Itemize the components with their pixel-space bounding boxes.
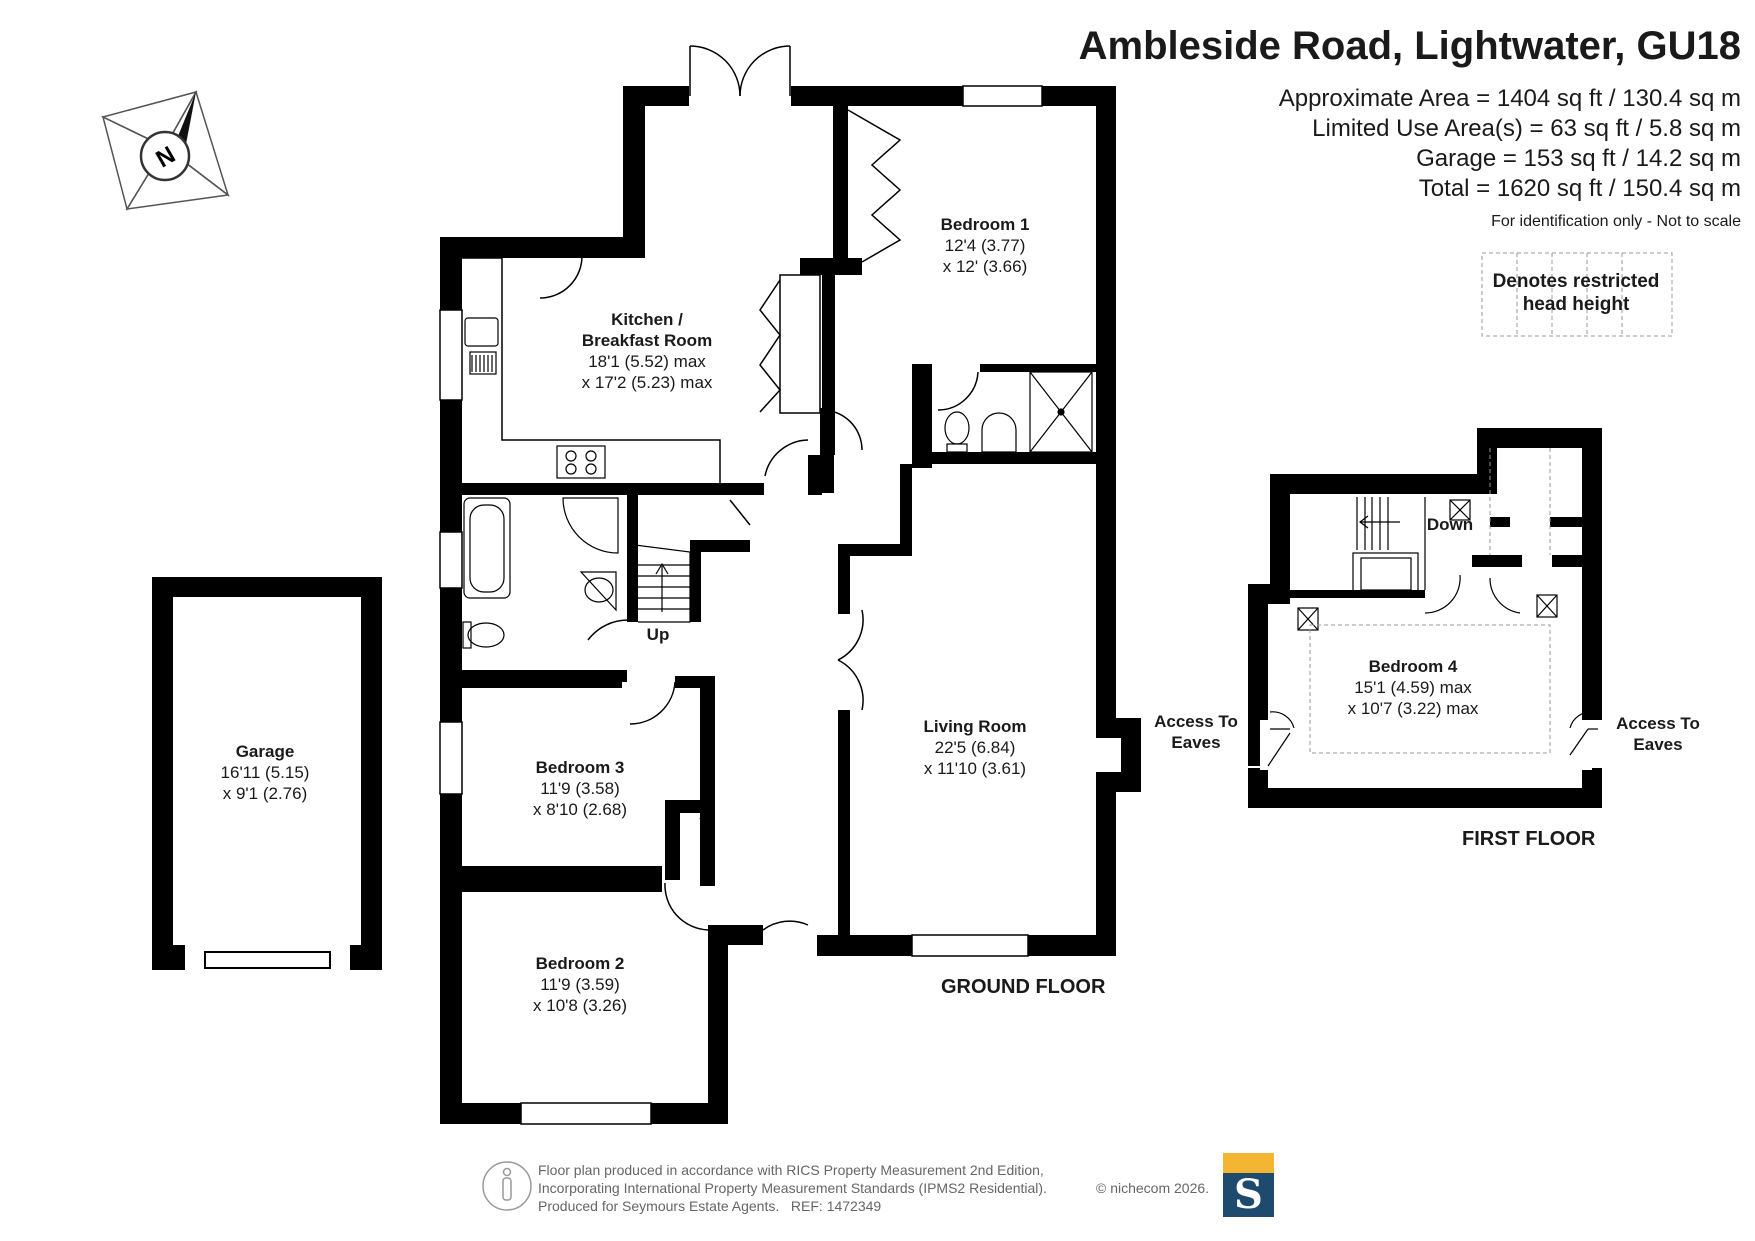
ensuite-fixtures <box>944 371 1093 453</box>
total-area: Total = 1620 sq ft / 150.4 sq m <box>1418 175 1741 202</box>
bedroom4-dim2: x 10'7 (3.22) max <box>1347 699 1479 718</box>
person-icon <box>482 1161 532 1211</box>
stairs-up-label: Up <box>646 625 670 644</box>
bedroom3-dim2: x 8'10 (2.68) <box>533 800 627 819</box>
garage-label: Garage 16'11 (5.15) x 9'1 (2.76) <box>221 741 310 804</box>
bedroom4-name: Bedroom 4 <box>1368 657 1458 676</box>
bedroom2-name: Bedroom 2 <box>535 954 625 973</box>
eaves-access-right: Access To Eaves <box>1616 713 1700 755</box>
living-room-dim2: x 11'10 (3.61) <box>923 759 1027 778</box>
limited-use-area: Limited Use Area(s) = 63 sq ft / 5.8 sq … <box>1312 115 1741 142</box>
garage-walls <box>152 577 382 970</box>
bedroom2-label: Bedroom 2 11'9 (3.59) x 10'8 (3.26) <box>533 953 627 1016</box>
garage-door <box>204 951 331 969</box>
eaves-left-line1: Access To <box>1154 712 1238 731</box>
legend-line1: Denotes restricted <box>1492 271 1660 292</box>
bedroom1-label: Bedroom 1 12'4 (3.77) x 12' (3.66) <box>941 214 1030 277</box>
footer-producer: Produced for Seymours Estate Agents. <box>538 1198 780 1214</box>
footer-line3: Produced for Seymours Estate Agents. REF… <box>538 1197 881 1215</box>
kitchen-dim1: 18'1 (5.52) max <box>588 352 706 371</box>
bedroom2-dim1: 11'9 (3.59) <box>540 975 620 994</box>
footer-copyright: © nichecom 2026. <box>1096 1180 1210 1196</box>
wardrobe <box>759 109 902 414</box>
garage-dim2: x 9'1 (2.76) <box>222 784 308 803</box>
restricted-height-legend-box <box>1481 252 1673 337</box>
sink-icon <box>464 317 499 375</box>
agency-logo: S <box>1223 1153 1274 1221</box>
approx-area: Approximate Area = 1404 sq ft / 130.4 sq… <box>1278 85 1741 112</box>
eaves-left-line2: Eaves <box>1171 733 1221 752</box>
eaves-right-line1: Access To <box>1616 714 1700 733</box>
first-floor-walls <box>1248 428 1602 808</box>
bedroom4-label: Bedroom 4 15'1 (4.59) max x 10'7 (3.22) … <box>1348 656 1479 719</box>
bedroom3-dim1: 11'9 (3.58) <box>540 779 620 798</box>
bedroom1-dim1: 12'4 (3.77) <box>944 236 1026 255</box>
footer-ref: REF: 1472349 <box>790 1198 882 1214</box>
door-swings <box>539 239 979 931</box>
bedroom4-dim1: 15'1 (4.59) max <box>1354 678 1472 697</box>
living-room-dim1: 22'5 (6.84) <box>934 738 1016 757</box>
bedroom1-dim2: x 12' (3.66) <box>942 257 1028 276</box>
ground-floor-label: GROUND FLOOR <box>941 976 1106 998</box>
garage-dim1: 16'11 (5.15) <box>220 763 310 782</box>
hob-icon <box>556 445 606 479</box>
kitchen-dim2: x 17'2 (5.23) max <box>581 373 713 392</box>
footer-line1: Floor plan produced in accordance with R… <box>538 1162 1044 1178</box>
eaves-right-line2: Eaves <box>1633 735 1683 754</box>
french-doors <box>689 45 791 97</box>
kitchen-name: Kitchen / <box>611 310 683 329</box>
ground-floor-walls <box>440 86 1141 1124</box>
living-room-name: Living Room <box>923 717 1027 736</box>
kitchen-name2: Breakfast Room <box>581 331 713 350</box>
page-title: Ambleside Road, Lightwater, GU18 <box>1078 24 1741 68</box>
identification-note: For identification only - Not to scale <box>1491 213 1741 230</box>
compass-icon: N <box>100 90 230 211</box>
living-room-label: Living Room 22'5 (6.84) x 11'10 (3.61) <box>924 716 1027 779</box>
legend-line2: head height <box>1522 294 1630 315</box>
eaves-access-left: Access To Eaves <box>1154 711 1238 753</box>
bedroom2-dim2: x 10'8 (3.26) <box>533 996 627 1015</box>
garage-area: Garage = 153 sq ft / 14.2 sq m <box>1416 145 1741 172</box>
bedroom3-name: Bedroom 3 <box>535 758 625 777</box>
stairs-up <box>626 543 691 623</box>
bedroom3-label: Bedroom 3 11'9 (3.58) x 8'10 (2.68) <box>533 757 627 820</box>
restricted-height-outline <box>1309 448 1551 754</box>
kitchen-counters <box>462 257 721 483</box>
first-floor-label: FIRST FLOOR <box>1462 828 1596 850</box>
logo-letter: S <box>1223 1173 1274 1217</box>
legend-text: Denotes restricted head height <box>1493 270 1660 316</box>
stairs-down-label: Down <box>1426 515 1474 534</box>
first-floor-details <box>1267 497 1598 767</box>
windows <box>439 85 1043 1125</box>
kitchen-label: Kitchen / Breakfast Room 18'1 (5.52) max… <box>582 309 713 393</box>
footer-line2: Incorporating International Property Mea… <box>538 1180 1047 1196</box>
garage-name: Garage <box>235 742 295 761</box>
bathroom-fixtures <box>462 497 619 649</box>
bedroom1-name: Bedroom 1 <box>940 215 1030 234</box>
